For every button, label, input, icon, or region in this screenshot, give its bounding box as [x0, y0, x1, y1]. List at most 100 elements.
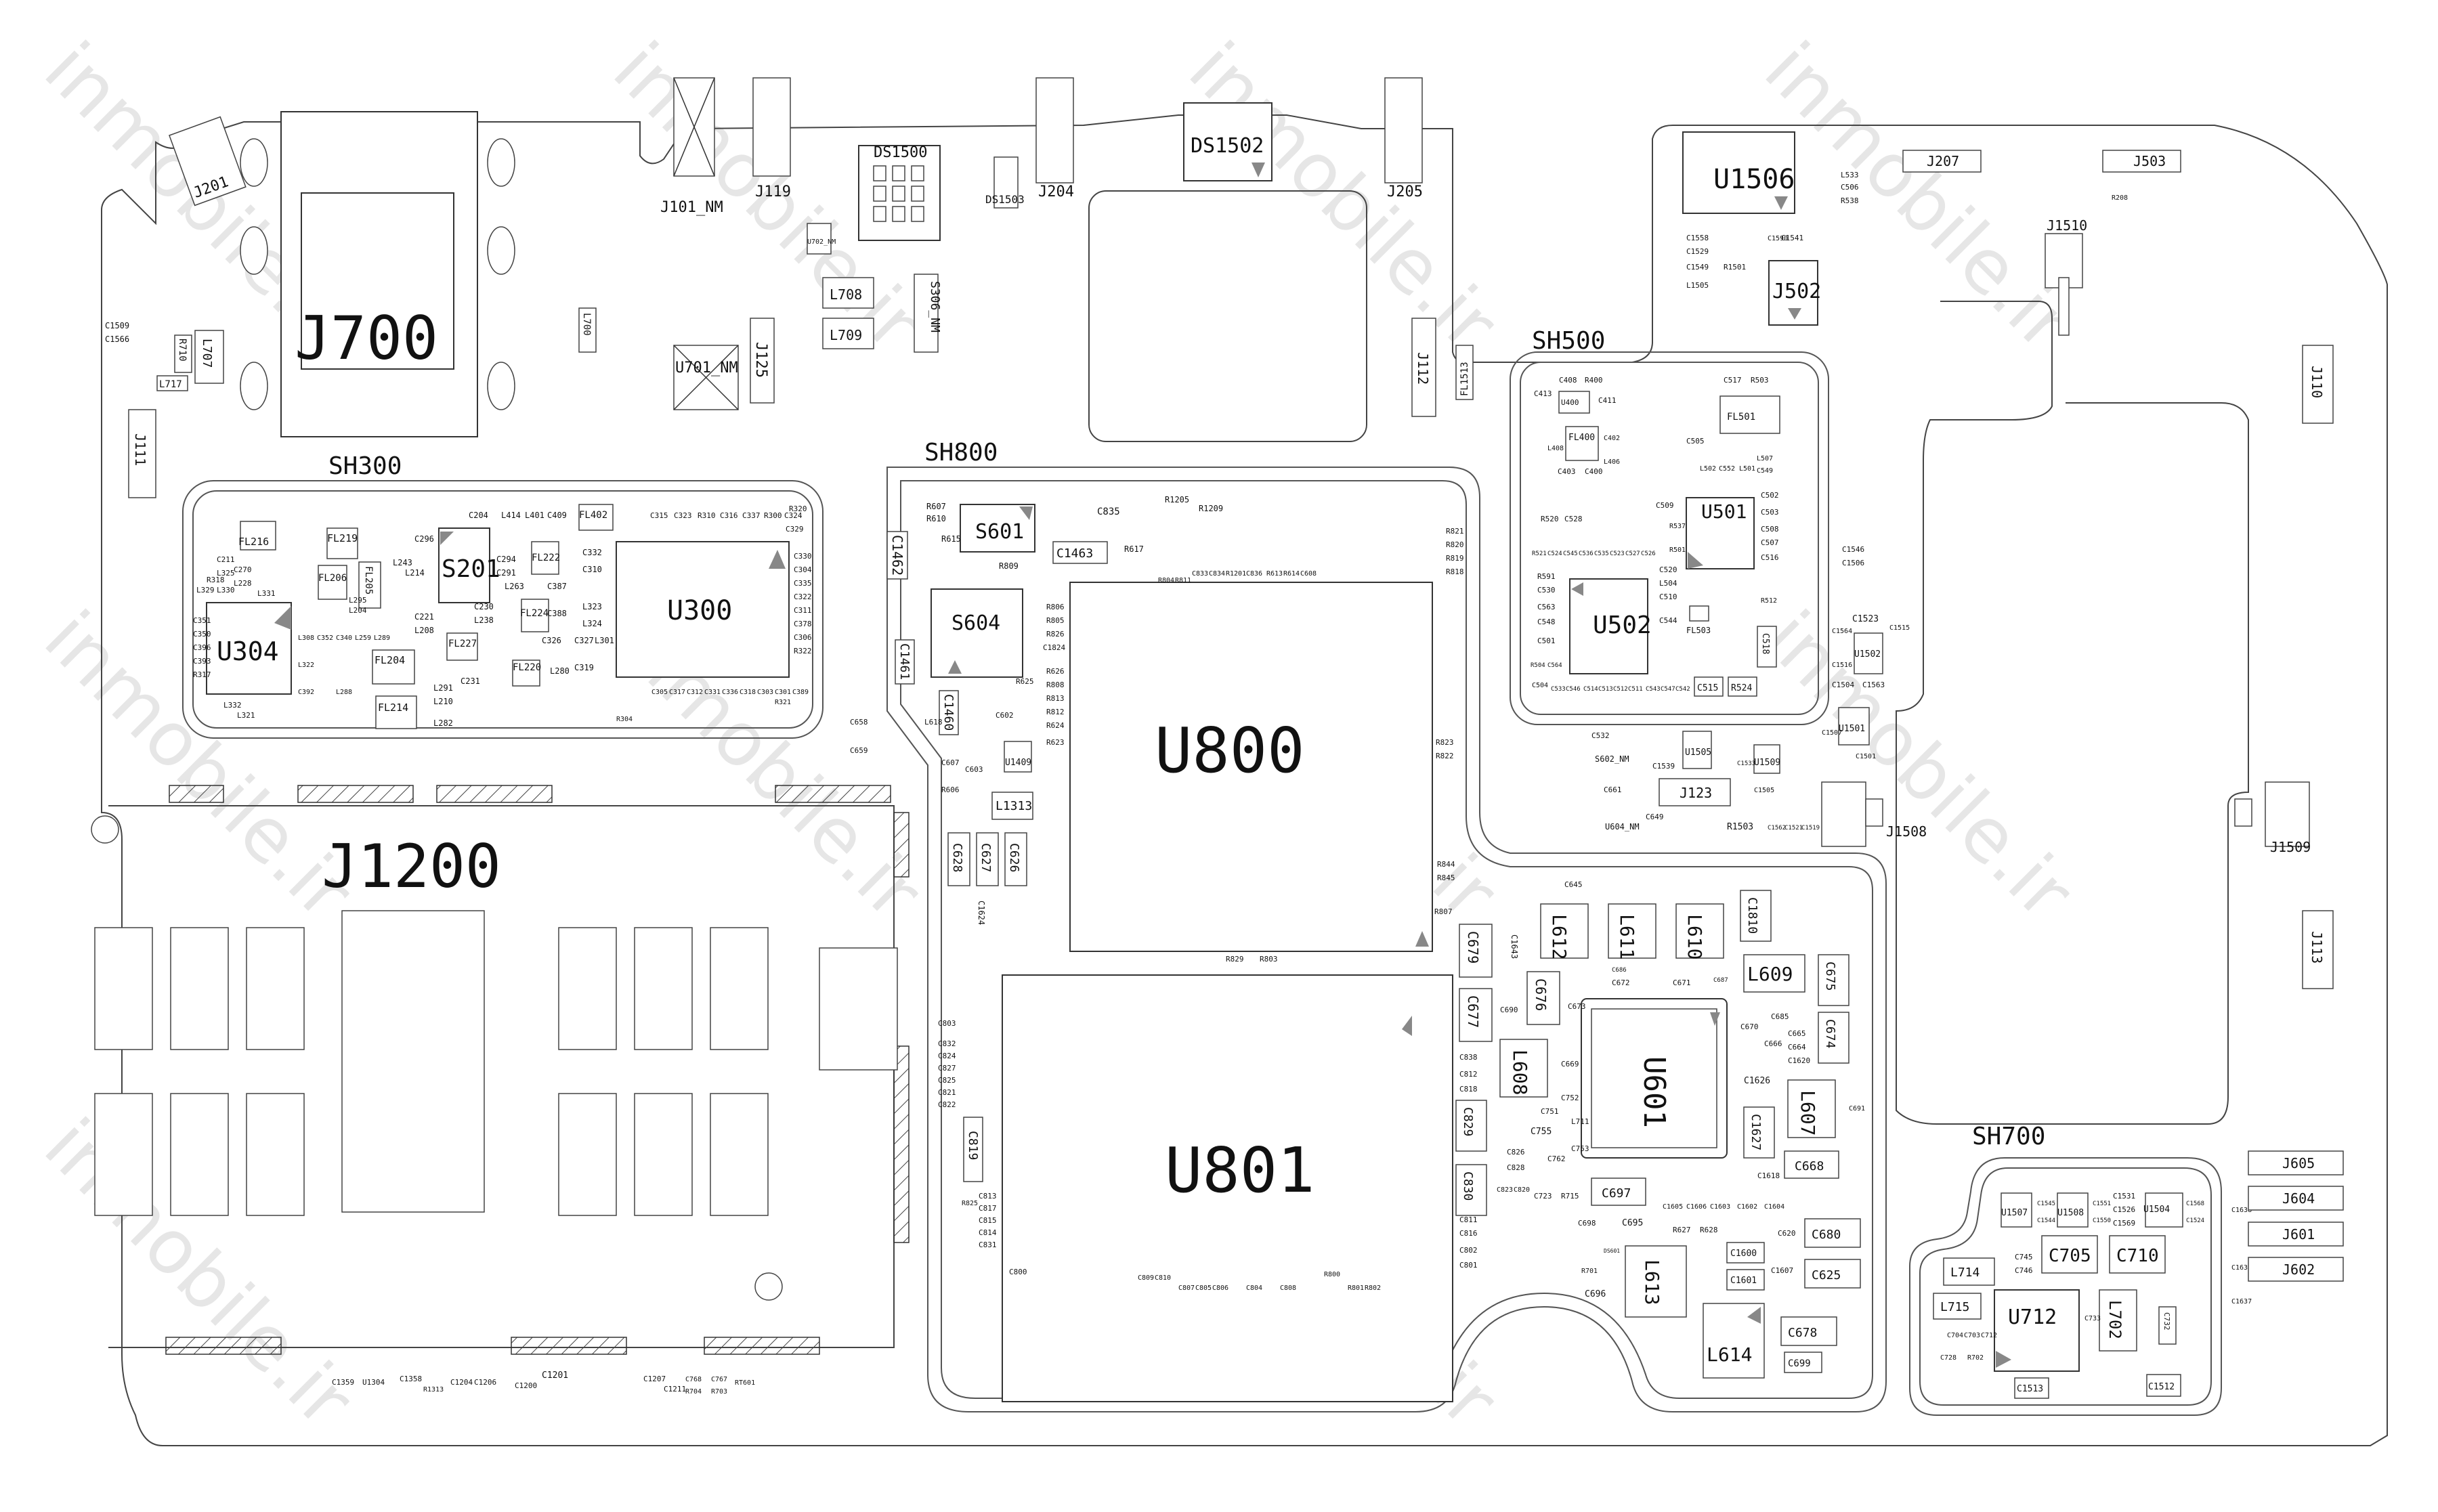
r806-label: R806 [1046, 603, 1065, 611]
s601-body [960, 504, 1035, 553]
c705-label: C705 [2049, 1246, 2091, 1266]
component-J110[interactable]: J110 [2302, 345, 2334, 424]
component-U501[interactable]: U501 [1686, 497, 1755, 569]
r710-label: R710 [177, 339, 188, 362]
component-U601[interactable]: U601 [1581, 998, 1728, 1159]
component-L707[interactable]: L707 [194, 330, 224, 384]
component-J503[interactable]: J503 [2102, 150, 2181, 173]
j502-label: J502 [1772, 280, 1821, 303]
j602-label: J602 [2282, 1261, 2315, 1278]
component-J119[interactable]: J119 [752, 77, 791, 200]
u1508-label: U1508 [2057, 1208, 2084, 1218]
u604-label: U604_NM [1605, 822, 1640, 831]
c230-label: C230 [474, 602, 494, 611]
component-U304[interactable]: U304 [206, 602, 292, 695]
component-J204[interactable]: J204 [1035, 77, 1074, 200]
r520-label: R520 [1541, 515, 1559, 523]
j1200-label: J1200 [322, 831, 501, 901]
c746-label: C746 [2015, 1266, 2033, 1275]
j207-label: J207 [1927, 153, 1959, 169]
j1200-tab [775, 785, 891, 803]
sh300-passives: C204 L414 L401 C409 C296 L243 L214 C221 … [193, 504, 812, 728]
component-U300[interactable]: U300 [616, 541, 790, 678]
component-J604[interactable]: J604 [2248, 1186, 2344, 1211]
component-J502[interactable]: J502 [1768, 260, 1821, 326]
component-J207[interactable]: J207 [1902, 150, 1982, 173]
c411-label: C411 [1598, 396, 1617, 405]
fl222-label: FL222 [532, 553, 560, 563]
c1461-label: C1461 [897, 643, 912, 680]
c830-label: C830 [1461, 1171, 1475, 1201]
u1504-label: U1504 [2143, 1205, 2170, 1215]
u800-body [1069, 582, 1433, 952]
component-J1508[interactable]: J1508 [1821, 781, 1927, 847]
component-J205[interactable]: J205 [1384, 77, 1423, 200]
j111-label: J123 [1680, 785, 1712, 801]
j205-body [1384, 77, 1423, 183]
component-J1200[interactable]: J1200 [91, 785, 910, 1355]
component-U800[interactable]: U800 [1069, 582, 1433, 952]
c393-label: C393 [193, 657, 211, 666]
c535-label: C535 [1594, 550, 1609, 557]
l502-label: L502 [1700, 465, 1716, 473]
j1200-tab [436, 785, 553, 803]
component-DS1500[interactable]: DS1500 [858, 144, 941, 241]
component-U1506[interactable]: U1506 [1682, 131, 1795, 214]
component-J605[interactable]: J605 [2248, 1150, 2344, 1175]
c523-label: C523 [1610, 550, 1625, 557]
component-S306_NM[interactable]: S306_NM [914, 274, 942, 353]
c310-label: C310 [582, 565, 602, 574]
r538-label: R538 [1841, 196, 1859, 205]
component-J125[interactable]: J111 [128, 409, 156, 498]
component-L709[interactable]: L709 [822, 318, 874, 349]
component-J123[interactable]: J125 [750, 318, 775, 404]
component-FL1513[interactable]: FL1513 [1455, 345, 1474, 400]
c330-label: C330 [794, 552, 812, 561]
component-U712[interactable]: U712 [1994, 1289, 2080, 1372]
c811-label: C811 [1459, 1215, 1478, 1224]
r1209-label: R1209 [1199, 504, 1223, 513]
j700-inner [301, 192, 454, 370]
c819-label: C819 [966, 1131, 980, 1160]
component-DS1503[interactable]: DS1503 [985, 156, 1025, 209]
component-S604[interactable]: S604 [931, 588, 1023, 678]
component-U502[interactable]: U502 [1569, 578, 1652, 674]
component-U702_NM[interactable]: U702_NM [807, 223, 836, 255]
component-J1509[interactable]: J1509 [2234, 781, 2311, 855]
u1502-label: U1502 [1854, 649, 1881, 660]
component-L717[interactable]: L717 [156, 375, 188, 391]
component-J111[interactable]: J123 [1659, 778, 1731, 806]
component-J602[interactable]: J602 [2248, 1257, 2344, 1282]
c1551-label: C1551 [2093, 1201, 2111, 1207]
component-J1510[interactable]: J1510 [2045, 217, 2087, 336]
r624-label: R624 [1046, 721, 1065, 730]
component-DS1502[interactable]: DS1502 [1183, 102, 1273, 181]
component-J112[interactable]: J112 [1411, 318, 1436, 417]
c823-label: C823 [1497, 1186, 1513, 1194]
c1516-label: C1516 [1832, 662, 1852, 669]
c1504-label: C1504 [1832, 681, 1854, 689]
c818-label: C818 [1459, 1085, 1478, 1094]
component-L708[interactable]: L708 [822, 277, 874, 309]
component-S201[interactable]: S201 [438, 527, 500, 603]
c533-label: C533 [1551, 686, 1566, 693]
component-J113[interactable]: J113 [2302, 910, 2334, 989]
j123-body [750, 318, 775, 404]
j604-body [2248, 1186, 2344, 1211]
r537-label: R537 [1669, 523, 1686, 530]
component-J700[interactable]: J700 [240, 111, 515, 437]
c509-label: C509 [1656, 501, 1674, 510]
component-U701_NM[interactable]: U701_NM [673, 345, 739, 410]
component-J601[interactable]: J601 [2248, 1222, 2344, 1247]
r613-label: R613 [1266, 570, 1283, 578]
component-R710[interactable]: R710 [174, 334, 192, 373]
component-L700[interactable]: L700 [578, 307, 597, 353]
c755-label: C755 [1531, 1127, 1552, 1137]
l1505-label: L1505 [1686, 281, 1709, 290]
component-J101_NM[interactable]: J101_NM [660, 77, 723, 216]
component-U801[interactable]: U801 [1002, 974, 1453, 1402]
r304-label: R304 [616, 716, 633, 723]
component-S601[interactable]: S601 [960, 504, 1035, 553]
c543-label: C543 [1646, 686, 1661, 693]
j123-label: J125 [752, 342, 769, 378]
